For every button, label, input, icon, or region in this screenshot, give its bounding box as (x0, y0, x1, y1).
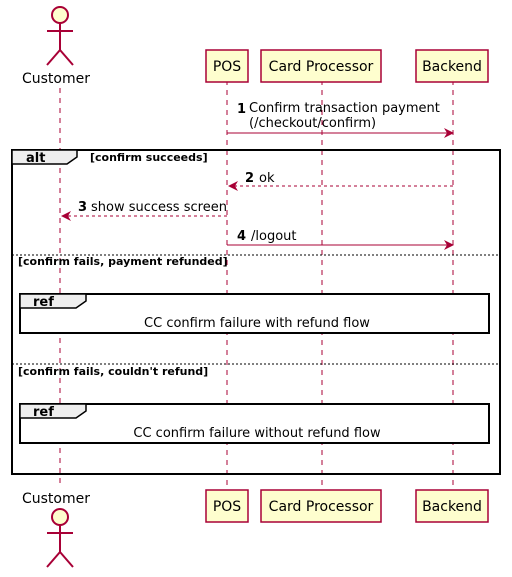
card-processor-participant-top: Card Processor (260, 49, 382, 83)
pos-participant-bottom: POS (205, 489, 249, 523)
backend-participant-bottom: Backend (415, 489, 489, 523)
message-3: 3 show success screen (61, 200, 227, 221)
customer-actor-bottom: Customer (22, 491, 90, 568)
ref-1-text: CC confirm failure with refund flow (144, 316, 370, 331)
alt-condition-1: [confirm succeeds] (90, 151, 208, 164)
ref-2-keyword: ref (33, 405, 54, 420)
customer-label-top: Customer (22, 71, 90, 87)
card-processor-label-top: Card Processor (269, 59, 374, 75)
alt-condition-2: [confirm fails, payment refunded] (18, 255, 228, 268)
pos-participant-top: POS (205, 49, 249, 83)
actor-icon (46, 508, 74, 568)
customer-actor-top: Customer (22, 6, 90, 87)
message-1-label-line2: (/checkout/confirm) (249, 116, 376, 131)
customer-label-bottom: Customer (22, 491, 90, 507)
backend-label-bottom: Backend (422, 499, 482, 515)
ref-frame-2: ref CC confirm failure without refund fl… (19, 403, 490, 444)
message-4-label: /logout (251, 229, 297, 244)
message-4-number: 4 (237, 229, 246, 244)
ref-2-tab (19, 403, 87, 419)
message-4: 4 /logout (227, 229, 454, 250)
message-3-number: 3 (78, 200, 87, 215)
card-processor-label-bottom: Card Processor (269, 499, 374, 515)
message-3-label: show success screen (91, 200, 227, 215)
message-1: 1 Confirm transaction payment (/checkout… (227, 101, 454, 138)
alt-condition-3: [confirm fails, couldn't refund] (18, 365, 208, 378)
backend-label-top: Backend (422, 59, 482, 75)
ref-1-tab (19, 293, 87, 309)
ref-1-keyword: ref (33, 295, 54, 310)
backend-participant-top: Backend (415, 49, 489, 83)
ref-frame-1: ref CC confirm failure with refund flow (19, 293, 490, 334)
message-2-label: ok (259, 171, 275, 186)
pos-label-top: POS (213, 59, 241, 75)
pos-label-bottom: POS (213, 499, 241, 515)
alt-keyword: alt (26, 151, 45, 166)
card-processor-participant-bottom: Card Processor (260, 489, 382, 523)
message-2: 2 ok (228, 171, 453, 191)
message-1-label-line1: Confirm transaction payment (249, 101, 440, 116)
alt-frame: alt [confirm succeeds] (11, 149, 501, 475)
alt-tab (11, 149, 78, 165)
actor-icon (46, 6, 74, 66)
message-1-number: 1 (237, 102, 246, 117)
ref-2-text: CC confirm failure without refund flow (133, 426, 381, 441)
message-2-number: 2 (245, 171, 254, 186)
